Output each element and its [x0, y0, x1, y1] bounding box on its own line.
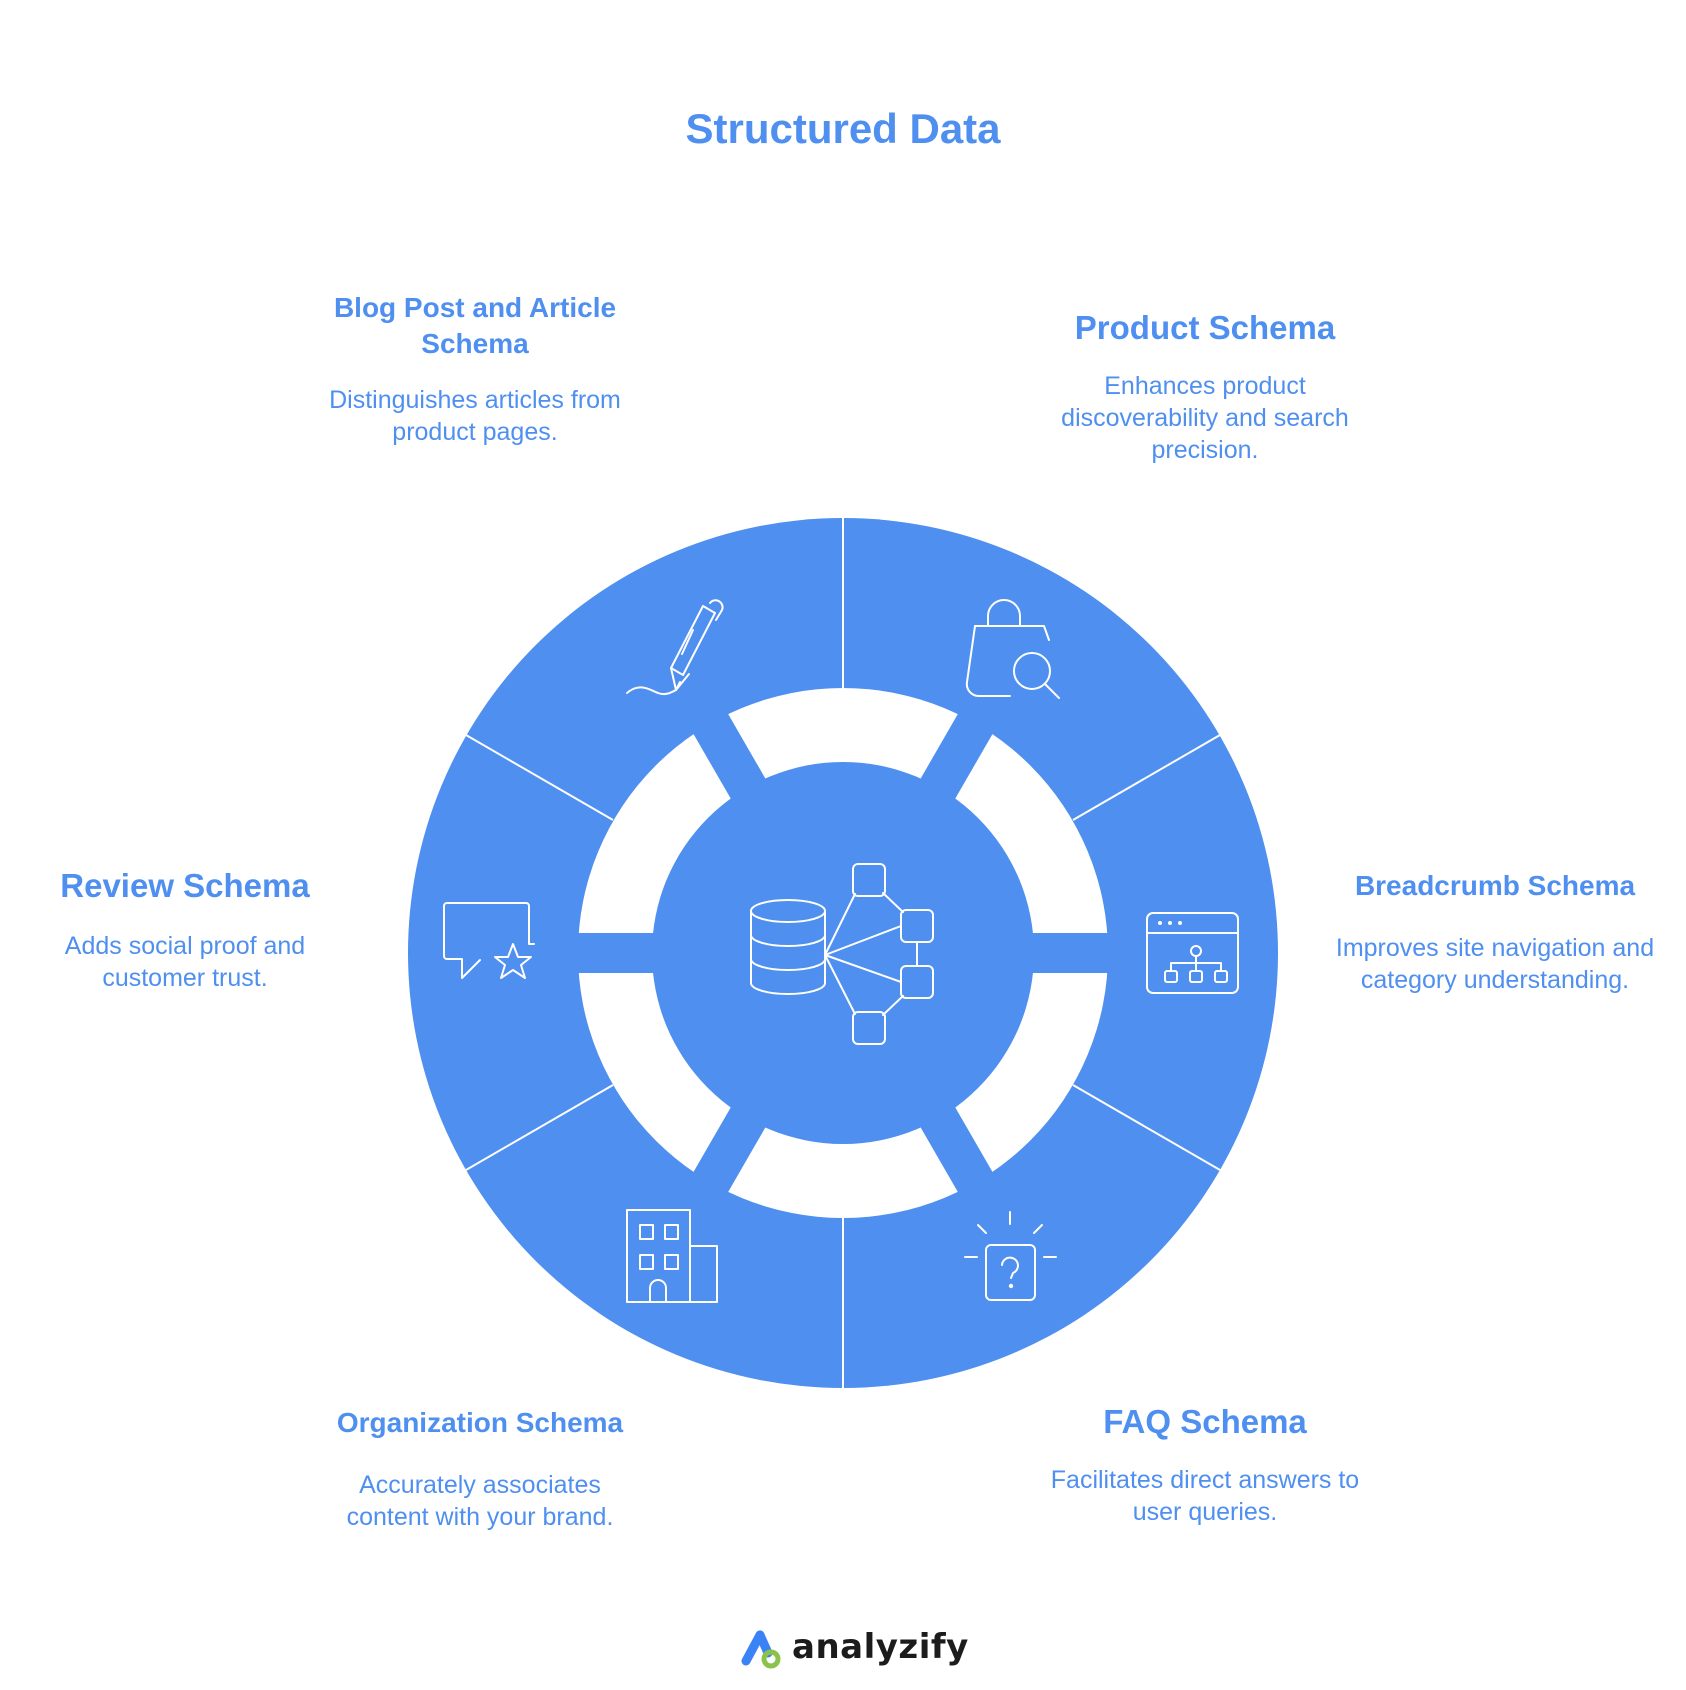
segment-description: Facilitates direct answers to user queri…	[1050, 1466, 1360, 1526]
segment-title: FAQ Schema	[1103, 1403, 1307, 1440]
segment-title: Review Schema	[60, 867, 310, 904]
segment-label-review: Review Schema Adds social proof and cust…	[30, 866, 340, 994]
building-icon	[626, 1209, 718, 1303]
segment-label-breadcrumb: Breadcrumb Schema Improves site navigati…	[1335, 868, 1655, 996]
shopping-bag-search-icon	[965, 599, 1060, 699]
segment-label-blog: Blog Post and Article Schema Distinguish…	[300, 290, 650, 448]
wheel-ring	[408, 518, 1278, 1388]
review-star-icon	[443, 902, 535, 979]
segment-description: Distinguishes articles from product page…	[329, 386, 621, 446]
brand-logo: analyzify	[738, 1625, 969, 1669]
pen-icon	[626, 599, 724, 696]
segment-title: Breadcrumb Schema	[1354, 870, 1636, 901]
segment-label-product: Product Schema Enhances product discover…	[1035, 308, 1375, 466]
segment-title: Organization Schema	[336, 1407, 624, 1438]
segment-description: Enhances product discoverability and sea…	[1061, 372, 1349, 464]
brand-name: analyzify	[792, 1627, 969, 1667]
browser-sitemap-icon	[1146, 912, 1239, 994]
database-network-icon	[750, 863, 934, 1045]
segment-description: Accurately associates content with your …	[346, 1471, 614, 1531]
analyzify-logo-icon	[741, 1630, 781, 1669]
question-box-icon	[964, 1211, 1057, 1301]
segment-label-faq: FAQ Schema Facilitates direct answers to…	[1035, 1402, 1375, 1528]
segment-title: Blog Post and Article Schema	[333, 292, 617, 359]
segment-description: Adds social proof and customer trust.	[64, 932, 306, 992]
segment-description: Improves site navigation and category un…	[1335, 934, 1655, 994]
segment-label-organization: Organization Schema Accurately associate…	[315, 1405, 645, 1533]
page-title: Structured Data	[685, 105, 1001, 152]
segment-title: Product Schema	[1074, 309, 1336, 346]
